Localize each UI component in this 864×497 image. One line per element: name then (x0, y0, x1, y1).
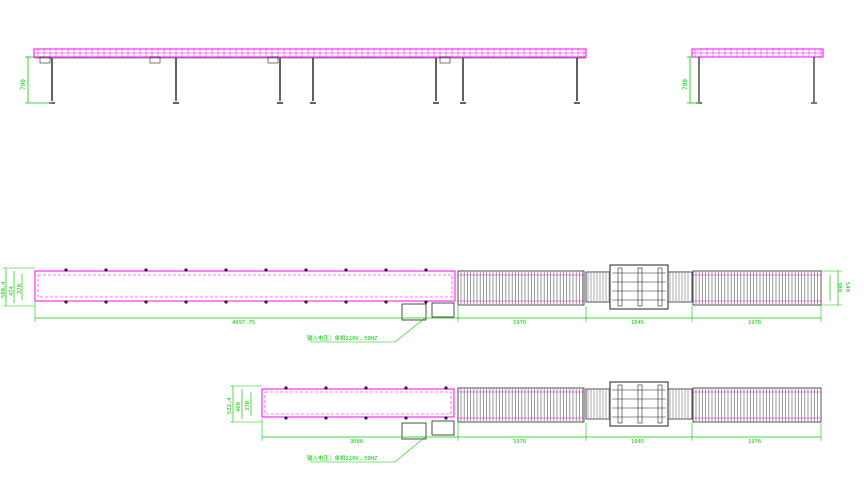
top-transfer-detail (587, 267, 689, 307)
side-bracket (439, 56, 451, 64)
bottom-bottom-label-2: 1976 (513, 439, 526, 445)
belt-clip (264, 268, 268, 272)
belt-clip (344, 268, 348, 272)
top-rollers-2 (693, 272, 822, 304)
plan-view-bottom: 522.4 460 370 3086 1976 1645 1976 输入电压：单… (227, 381, 822, 463)
belt-clip (284, 386, 288, 390)
top-rollers-1 (458, 272, 584, 304)
belt-clip (144, 268, 148, 272)
top-note-text: 输入电压：单相220V，50HZ (307, 334, 378, 342)
top-left-label-2: 474 (9, 285, 15, 296)
bottom-transfer-detail (587, 384, 689, 424)
top-right-label-1: 540 (844, 282, 850, 292)
belt-clip (104, 300, 108, 304)
top-transfer-left (585, 271, 611, 303)
bottom-bottom-label-1: 3086 (350, 439, 363, 445)
belt-clip (444, 416, 448, 420)
bottom-roller-section-1 (457, 387, 585, 423)
bottom-transfer-right (667, 388, 693, 420)
top-drive-unit (431, 302, 455, 318)
belt-clip (304, 268, 308, 272)
belt-clip (364, 386, 368, 390)
belt-clip (184, 268, 188, 272)
top-left-label-1: 500.4 (1, 281, 7, 298)
top-transfer-right (667, 271, 693, 303)
belt-clip (284, 416, 288, 420)
bottom-drive-unit (431, 420, 455, 436)
bottom-belt-frame (261, 388, 455, 418)
top-note-leader (310, 317, 426, 343)
belt-clip (64, 300, 68, 304)
belt-clip (364, 416, 368, 420)
belt-clip (324, 386, 328, 390)
belt-clip (324, 416, 328, 420)
belt-clip (264, 300, 268, 304)
belt-clip (144, 300, 148, 304)
side-roller-ticks (37, 49, 585, 57)
top-bottom-label-2: 1976 (513, 320, 526, 326)
belt-clip (404, 416, 408, 420)
side-view-right: 790 (682, 48, 824, 104)
top-belt-frame (34, 270, 456, 302)
belt-clip (184, 300, 188, 304)
belt-clip (424, 268, 428, 272)
top-roller-section-1 (457, 270, 585, 306)
belt-clip (384, 300, 388, 304)
transfer-cross-member (657, 267, 663, 307)
belt-clip (404, 386, 408, 390)
side-right-roller-ticks (694, 49, 822, 57)
bottom-transfer-left (585, 388, 611, 420)
right-height-dim-label: 790 (682, 79, 689, 90)
transfer-cross-member (637, 267, 643, 307)
top-bottom-label-4: 1976 (748, 320, 761, 326)
top-belt-side-clips (64, 268, 428, 304)
top-bottom-label-3: 1645 (631, 320, 644, 326)
bottom-motor-box (401, 422, 427, 440)
transfer-cross-member (617, 267, 623, 307)
plan-view-top: 500.4 474 370 540 380 4997.75 1976 1645 … (1, 264, 850, 343)
belt-clip (424, 300, 428, 304)
bottom-left-label-3: 370 (245, 401, 251, 411)
bottom-transfer-module (609, 381, 669, 427)
side-bracket (267, 56, 279, 64)
bottom-rollers-1 (458, 389, 584, 421)
bottom-note-leader (310, 436, 426, 463)
belt-clip (344, 300, 348, 304)
side-bracket (149, 56, 161, 64)
bottom-belt-side-clips (284, 386, 448, 420)
side-bracket (39, 56, 51, 64)
top-transfer-module (609, 264, 669, 310)
top-left-label-3: 370 (17, 284, 23, 294)
bottom-note-text: 输入电压：单相220V，50HZ (307, 454, 378, 462)
belt-clip (64, 268, 68, 272)
transfer-cross-member (637, 384, 643, 424)
top-bottom-label-1: 4997.75 (232, 320, 255, 326)
bottom-rollers-2 (693, 389, 822, 421)
top-right-label-2: 380 (836, 282, 842, 292)
bottom-left-label-1: 522.4 (227, 397, 233, 414)
top-motor-box (401, 303, 427, 321)
belt-clip (444, 386, 448, 390)
side-legs (39, 56, 580, 104)
bottom-bottom-label-3: 1645 (631, 439, 644, 445)
transfer-cross-member (657, 384, 663, 424)
top-belt-inner (37, 274, 453, 298)
bottom-belt-inner (264, 391, 452, 415)
bottom-left-label-2: 460 (236, 402, 242, 412)
height-dim-label: 790 (20, 79, 27, 90)
belt-clip (224, 268, 228, 272)
belt-clip (104, 268, 108, 272)
transfer-cross-member (617, 384, 623, 424)
side-view-main: 790 (20, 48, 587, 104)
bottom-bottom-label-4: 1976 (748, 439, 761, 445)
belt-clip (304, 300, 308, 304)
belt-clip (224, 300, 228, 304)
belt-clip (384, 268, 388, 272)
